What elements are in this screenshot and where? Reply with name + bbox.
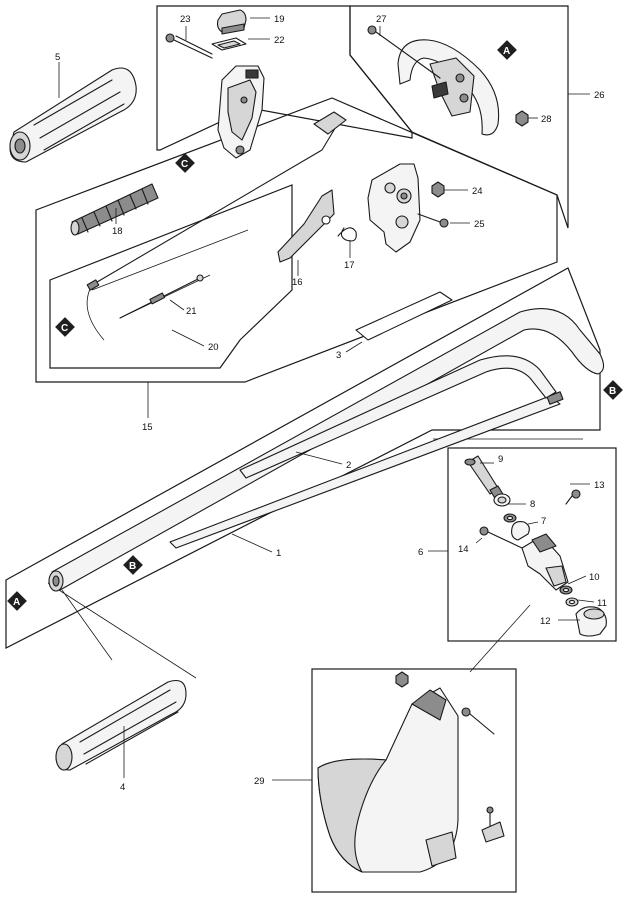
- callout-26: 26: [594, 90, 605, 101]
- link-shaft-to-grip4: [47, 582, 197, 679]
- frame-throttle-group-15: [35, 97, 558, 383]
- bolt-part-14: [479, 526, 523, 549]
- callout-10: 10: [589, 572, 600, 583]
- spring-part-17: [337, 227, 357, 242]
- callout-20: 20: [208, 342, 219, 353]
- collar-part-7: [511, 521, 530, 541]
- callout-24: 24: [472, 186, 483, 197]
- cap-part-12: [575, 606, 607, 637]
- handle-housing: [217, 65, 265, 159]
- svg-text:C: C: [181, 159, 188, 170]
- bushing-part-8: [493, 493, 511, 507]
- handle-bracket: [367, 163, 421, 253]
- bolt-part-27: [367, 25, 441, 79]
- callout-6: 6: [418, 547, 423, 558]
- frame-guard-group-29: [311, 668, 517, 893]
- drive-shaft-part-2: [169, 391, 564, 549]
- callout-5: 5: [55, 52, 60, 63]
- marker-c-cable: C: [55, 317, 75, 337]
- callout-8: 8: [530, 499, 535, 510]
- grip-part-4: [55, 679, 187, 771]
- marker-b-tube-end: B: [603, 380, 623, 400]
- frame-cable-group-20: [49, 184, 293, 369]
- grip-part-5: [9, 67, 137, 163]
- label-part-3: [355, 291, 453, 341]
- bolt-part-25: [417, 213, 449, 228]
- callout-25: 25: [474, 219, 485, 230]
- cover-plate-part-22: [211, 37, 247, 51]
- callout-22: 22: [274, 35, 285, 46]
- svg-text:B: B: [129, 561, 136, 572]
- marker-a-loop-handle: A: [497, 40, 517, 60]
- callout-23: 23: [180, 14, 191, 25]
- link-gearcase-to-guard: [469, 604, 531, 673]
- bolt-part-13: [565, 489, 581, 505]
- link-cable-20-lines: [91, 229, 249, 291]
- nut-part-28: [515, 110, 529, 127]
- throttle-lever-part-16: [277, 189, 335, 263]
- washer-part-11: [565, 597, 579, 607]
- inner-tube: [239, 355, 557, 479]
- callout-12: 12: [540, 616, 551, 627]
- guard-part-29: [317, 687, 459, 873]
- callout-19: 19: [274, 14, 285, 25]
- callout-4: 4: [120, 782, 125, 793]
- svg-text:C: C: [61, 323, 68, 334]
- callout-11: 11: [597, 598, 607, 609]
- leader-lines: [58, 17, 595, 781]
- throttle-rod-part-21: [119, 274, 204, 319]
- svg-text:A: A: [13, 597, 20, 608]
- loop-handle-part-26: [397, 39, 500, 136]
- link-cable-bracket: [86, 284, 105, 341]
- callout-15: 15: [142, 422, 153, 433]
- callout-17: 17: [344, 260, 355, 271]
- callout-16: 16: [292, 277, 303, 288]
- lock-button-part-19: [216, 9, 247, 35]
- callout-18: 18: [112, 226, 123, 237]
- callout-1: 1: [276, 548, 281, 559]
- callout-2: 2: [346, 460, 351, 471]
- callout-7: 7: [541, 516, 546, 527]
- spring-part-18: [70, 183, 159, 236]
- frame-shaft-group: [5, 267, 601, 649]
- throttle-cable: [86, 111, 347, 291]
- callout-13: 13: [594, 480, 605, 491]
- nut-part-24: [431, 181, 445, 198]
- gear-case: [521, 533, 569, 591]
- marker-c-handle: C: [175, 153, 195, 173]
- svg-text:A: A: [503, 46, 510, 57]
- callout-27: 27: [376, 14, 387, 25]
- frame-gear-case-group-6: [447, 447, 617, 642]
- callout-9: 9: [498, 454, 503, 465]
- screw-part-23: [165, 33, 213, 59]
- callout-labels: 5 18 23 19 22 27 26 28 24 25 16 17 21 20…: [55, 14, 607, 793]
- callout-14: 14: [458, 544, 469, 555]
- main-tube-part-1: [48, 308, 605, 592]
- callout-28: 28: [541, 114, 552, 125]
- callout-21: 21: [186, 306, 197, 317]
- marker-b-shaft: B: [123, 555, 143, 575]
- svg-text:B: B: [609, 386, 616, 397]
- washer-part-10: [559, 585, 573, 595]
- marker-a-shaft: A: [7, 591, 27, 611]
- callout-29: 29: [254, 776, 265, 787]
- guard-hardware: [395, 671, 505, 843]
- callout-3: 3: [336, 350, 341, 361]
- washer-part-8b: [503, 513, 517, 523]
